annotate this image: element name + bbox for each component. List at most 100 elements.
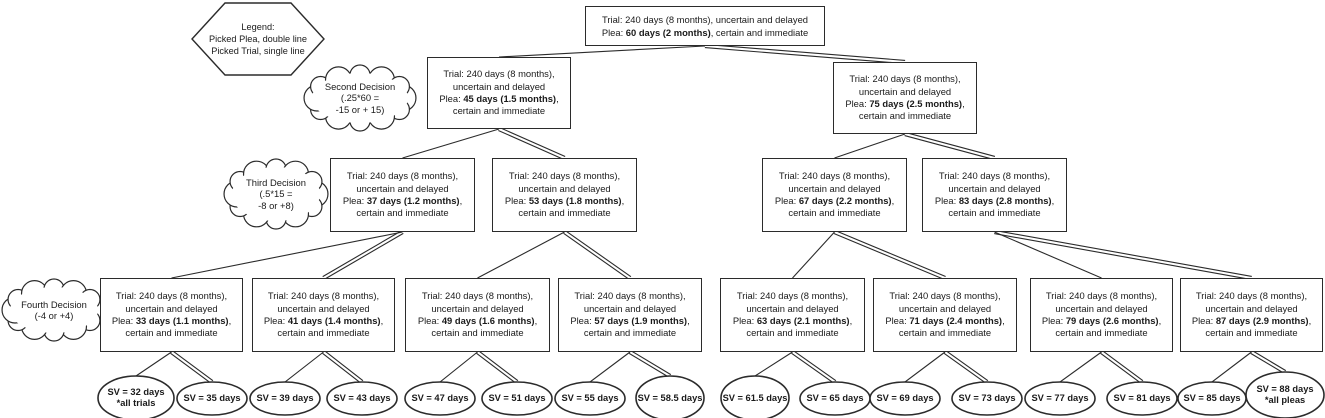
plea-label: Plea: — [885, 315, 910, 326]
sv-value: SV = 73 days — [958, 393, 1016, 403]
trial-line-2: uncertain and delayed — [125, 302, 218, 314]
plea-line: Plea: 83 days (2.8 months), — [934, 195, 1055, 206]
plea-label: Plea: — [342, 195, 367, 206]
cloud-body — [312, 73, 408, 123]
trial-line-2: uncertain and delayed — [518, 182, 611, 194]
sv-ellipse — [97, 375, 175, 418]
picked-trial-edge — [171, 231, 403, 279]
plea-value: 75 days (2.5 months) — [869, 98, 963, 109]
certain-line: certain and immediate — [452, 105, 546, 117]
sv-value: SV = 55 days — [561, 393, 619, 403]
trial-line-2: uncertain and delayed — [788, 182, 881, 194]
sv-value: SV = 39 days — [256, 393, 314, 403]
picked-trial-edge — [994, 231, 1102, 279]
sv-ellipse — [249, 381, 321, 416]
sv-leaf: SV = 73 days — [952, 382, 1022, 415]
decision-node: Trial: 240 days (8 months), uncertain an… — [330, 158, 475, 232]
sv-leaf: SV = 43 days — [327, 382, 397, 415]
trial-line-2: uncertain and delayed — [277, 302, 370, 314]
decision-node: Trial: 240 days (8 months), uncertain an… — [1180, 278, 1323, 352]
picked-plea-edge — [833, 232, 945, 280]
picked-plea-edge — [994, 233, 1252, 281]
trial-line-1: Trial: 240 days (8 months), — [421, 290, 534, 302]
decision-node: Trial: 240 days (8 months), uncertain an… — [427, 57, 571, 129]
decision-node: Trial: 240 days (8 months), uncertain an… — [100, 278, 243, 352]
trial-line-2: uncertain and delayed — [746, 302, 839, 314]
plea-line: Plea: 63 days (2.1 months), — [732, 315, 853, 326]
trial-line-2: uncertain and delayed — [356, 182, 449, 194]
cloud-text: -8 or +8) — [258, 199, 294, 211]
decision-node: Trial: 240 days (8 months), uncertain an… — [558, 278, 702, 352]
plea-value: 45 days (1.5 months) — [463, 93, 557, 104]
decision-node: Trial: 240 days (8 months), uncertain an… — [405, 278, 550, 352]
picked-plea-edge — [565, 230, 632, 278]
plea-label: Plea: — [1191, 315, 1216, 326]
picked-plea-edge — [793, 350, 837, 382]
plea-line: Plea: 41 days (1.4 months), — [263, 315, 384, 326]
decision-cloud-second: Second Decision (.25*60 = -15 or + 15) — [314, 74, 406, 122]
plea-value: 49 days (1.6 months) — [441, 315, 535, 326]
trial-line-1: Trial: 240 days (8 months), — [778, 170, 891, 182]
plea-value: 83 days (2.8 months) — [958, 195, 1052, 206]
plea-value: 53 days (1.8 months) — [528, 195, 622, 206]
sv-leaf: SV = 65 days — [800, 382, 870, 415]
certain-line: certain and immediate — [518, 207, 611, 219]
sv-value: SV = 65 days — [806, 393, 864, 403]
picked-trial-edge — [834, 133, 906, 159]
trial-line-1: Trial: 240 days (8 months), — [508, 170, 621, 182]
trial-line: Trial: 240 days (8 months), uncertain an… — [601, 14, 809, 25]
certain-line: certain and immediate — [1205, 327, 1298, 339]
cloud-text: -15 or + 15) — [335, 103, 385, 115]
certain-line: certain and immediate — [431, 327, 524, 339]
picked-plea-edge — [478, 350, 519, 382]
plea-label: Plea: — [570, 315, 595, 326]
plea-value: 33 days (1.1 months) — [135, 315, 229, 326]
certain-line: certain and immediate — [125, 327, 218, 339]
plea-line: Plea: 87 days (2.9 months), — [1191, 315, 1312, 326]
certain-line: certain and immediate — [356, 207, 449, 219]
sv-leaf: SV = 88 days *all pleas — [1246, 372, 1324, 418]
sv-ellipse — [1245, 371, 1325, 418]
picked-plea-edge — [1252, 350, 1287, 372]
picked-plea-edge — [563, 232, 630, 280]
plea-line: Plea: 53 days (1.8 months), — [504, 195, 625, 206]
decision-cloud-fourth: Fourth Decision (-4 or +4) — [12, 288, 96, 332]
cloud-text: Third Decision — [246, 176, 306, 188]
sv-value: SV = 58.5 days — [637, 392, 703, 403]
sv-value: SV = 85 days — [1183, 393, 1241, 403]
sv-note: *all pleas — [1264, 395, 1306, 405]
decision-node: Trial: 240 days (8 months), uncertain an… — [762, 158, 907, 232]
picked-plea-edge — [945, 350, 989, 382]
sv-leaf: SV = 55 days — [555, 382, 625, 415]
picked-plea-edge — [994, 229, 1252, 277]
plea-value: 60 days (2 months) — [625, 27, 711, 38]
sv-leaf: SV = 39 days — [250, 382, 320, 415]
plea-line: Plea: 71 days (2.4 months), — [885, 315, 1005, 326]
cloud-text: Second Decision — [324, 80, 396, 92]
plea-line: Plea: 49 days (1.6 months), — [417, 315, 538, 326]
cloud-text: Fourth Decision — [21, 298, 87, 310]
trial-line-1: Trial: 240 days (8 months), — [849, 73, 961, 85]
cloud-body — [10, 287, 98, 333]
cloud-text: (.25*60 = — [340, 92, 380, 104]
plea-value: 57 days (1.9 months) — [594, 315, 688, 326]
cloud-text: (-4 or +4) — [34, 310, 74, 321]
plea-label: Plea: — [263, 315, 288, 326]
sv-leaf: SV = 77 days — [1025, 382, 1095, 415]
plea-label: Plea: — [774, 195, 799, 206]
cloud-text: (.5*15 = — [259, 188, 293, 200]
decision-node: Trial: 240 days (8 months), uncertain an… — [922, 158, 1067, 232]
picked-plea-edge — [324, 350, 364, 382]
trial-line-2: uncertain and delayed — [452, 80, 546, 92]
decision-node: Trial: 240 days (8 months), uncertain an… — [492, 158, 637, 232]
decision-node: Trial: 240 days (8 months), uncertain an… — [1030, 278, 1173, 352]
plea-value: 41 days (1.4 months) — [287, 315, 381, 326]
sv-leaf: SV = 47 days — [405, 382, 475, 415]
trial-line-1: Trial: 240 days (8 months), — [736, 290, 849, 302]
plea-label: Plea: — [845, 98, 870, 109]
plea-line: Plea: 67 days (2.2 months), — [774, 195, 895, 206]
trial-line-1: Trial: 240 days (8 months), — [938, 170, 1051, 182]
sv-ellipse — [404, 381, 476, 416]
sv-ellipse — [1106, 381, 1178, 416]
sv-leaf: SV = 35 days — [177, 382, 247, 415]
